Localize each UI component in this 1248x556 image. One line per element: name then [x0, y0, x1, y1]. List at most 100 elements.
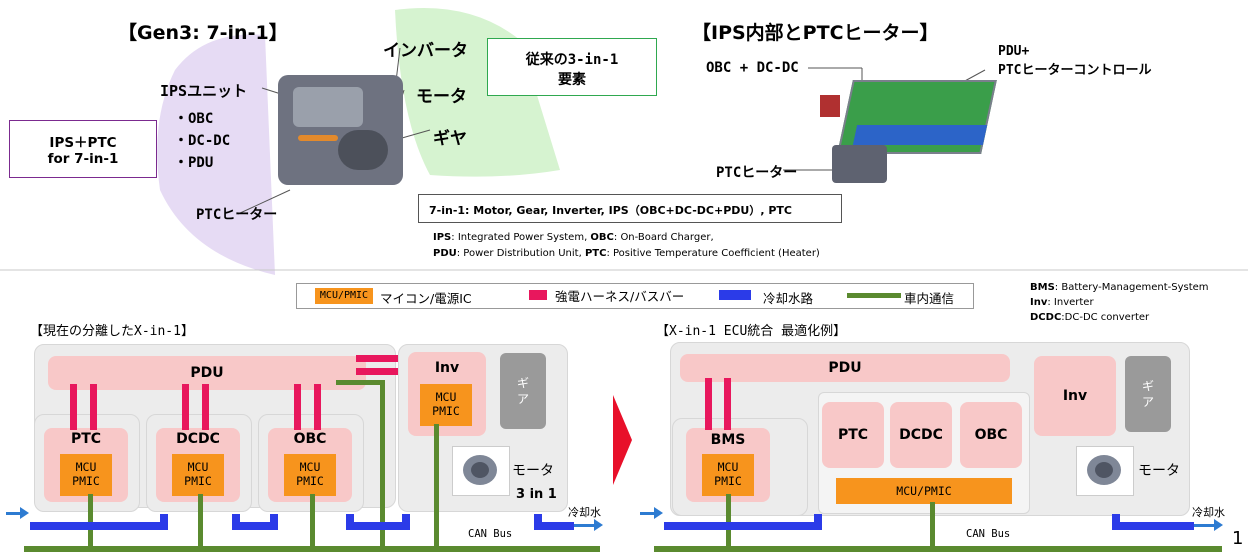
right-comm-mcu — [930, 502, 935, 550]
coolant-in-arrowhead-left — [20, 507, 29, 519]
obc-dcdc-label: OBC + DC-DC — [706, 60, 799, 76]
cooling-seg-8 — [402, 514, 410, 530]
coolant-out-arrowhead-left — [594, 519, 603, 531]
right-pdu: PDU — [680, 354, 1010, 382]
glossary: BMS: Battery-Management-System Inv: Inve… — [1030, 280, 1209, 325]
harness-obc-a — [294, 384, 301, 430]
cooling-seg-2 — [160, 514, 168, 530]
right-module-ptc: PTC — [822, 402, 884, 468]
comm-pdu — [380, 380, 385, 550]
right-motor-label: モータ — [1138, 463, 1180, 479]
legend-mcu-label: マイコン/電源IC — [380, 291, 472, 306]
ips-internal-image — [820, 70, 997, 185]
legend-harness-swatch — [529, 290, 547, 300]
harness-inv-a — [356, 355, 408, 362]
harness-dcdc-b — [202, 384, 209, 430]
right-cooling-seg-2 — [814, 514, 822, 530]
coolant-out-arrowhead-right — [1214, 519, 1223, 531]
left-can-bus-label: CAN Bus — [468, 528, 513, 540]
ips-unit-label: IPSユニット — [160, 82, 248, 100]
right-cooling-seg-1 — [664, 522, 822, 530]
left-3in1-label: 3 in 1 — [516, 487, 557, 502]
left-module-ptc-label: PTC — [70, 431, 102, 447]
coolant-in-arrowhead-right — [654, 507, 663, 519]
harness-ptc-a — [70, 384, 77, 430]
right-harness-a — [705, 378, 712, 430]
ips-item-pdu: ・PDU — [174, 155, 214, 171]
pdu-ptc-control-label: PDU+ PTCヒーターコントロール — [998, 42, 1151, 80]
left-inv-label: Inv — [434, 360, 460, 376]
harness-obc-b — [314, 384, 321, 430]
transition-arrow — [613, 395, 632, 485]
left-motor-label: モータ — [512, 463, 554, 479]
right-diagram-title: 【X-in-1 ECU統合 最適化例】 — [656, 324, 847, 339]
ips-items-list: ・OBC ・DC-DC ・PDU — [174, 108, 230, 174]
coolant-in-arrow-left — [6, 512, 22, 515]
traditional-line2: 要素 — [558, 72, 586, 88]
motor-label-top: モータ — [416, 87, 467, 107]
cooling-seg-1 — [30, 522, 164, 530]
ips-ptc-box: IPS＋PTC for 7-in-1 — [9, 120, 157, 178]
pdu-ptc-line1: PDU+ — [998, 44, 1030, 59]
legend-comm-label: 車内通信 — [904, 291, 955, 306]
definition-text: 7-in-1: Motor, Gear, Inverter, IPS（OBC+D… — [429, 204, 792, 217]
traditional-3in1-box: 従来の3-in-1 要素 — [487, 38, 657, 96]
right-harness-b — [724, 378, 731, 430]
ips-ptc-line2: for 7-in-1 — [47, 151, 119, 167]
comm-inv — [434, 424, 439, 550]
traditional-line1: 従来の3-in-1 — [525, 52, 619, 68]
left-gear: ギア — [500, 353, 546, 429]
gear-label-top: ギヤ — [433, 129, 467, 149]
glossary-bms: BMS: Battery-Management-System — [1030, 282, 1209, 293]
right-module-dcdc: DCDC — [890, 402, 952, 468]
cooling-seg-4 — [232, 522, 278, 530]
right-gear: ギア — [1125, 356, 1171, 432]
legend-mcu-swatch: MCU/PMIC — [315, 288, 373, 304]
ips-sector-shape — [157, 34, 275, 275]
ptc-heater-label-right: PTCヒーター — [716, 165, 798, 181]
coolant-out-arrow-right — [1194, 524, 1216, 527]
gen3-title: 【Gen3: 7-in-1】 — [118, 22, 288, 44]
legend-cooling-swatch — [719, 290, 751, 300]
left-module-dcdc-label: DCDC — [176, 431, 220, 447]
legend-cooling-label: 冷却水路 — [763, 291, 814, 306]
left-module-obc-label: OBC — [293, 431, 327, 447]
legend: MCU/PMIC マイコン/電源IC 強電ハーネス/バスバー 冷却水路 車内通信 — [296, 283, 974, 309]
cooling-seg-10 — [534, 522, 574, 530]
right-motor-icon — [1076, 446, 1134, 496]
page-number: 1 — [1232, 528, 1244, 549]
abbreviation-line-2: PDU: Power Distribution Unit, PTC: Posit… — [433, 248, 820, 259]
glossary-dcdc: DCDC:DC-DC converter — [1030, 312, 1150, 323]
pdu-ptc-line2: PTCヒーターコントロール — [998, 63, 1152, 78]
coolant-out-arrow-left — [574, 524, 596, 527]
left-can-bus-line — [24, 546, 600, 552]
right-coolant-label: 冷却水 — [1192, 506, 1225, 519]
harness-ptc-b — [90, 384, 97, 430]
right-module-obc: OBC — [960, 402, 1022, 468]
comm-pdu-h — [336, 380, 384, 385]
legend-harness-label: 強電ハーネス/バスバー — [555, 289, 685, 304]
legend-comm-swatch — [847, 293, 901, 298]
right-shared-mcu: MCU/PMIC — [836, 478, 1012, 504]
abbreviation-notes: IPS: Integrated Power System, OBC: On-Bo… — [433, 230, 820, 262]
ips-internal-title: 【IPS内部とPTCヒーター】 — [692, 22, 939, 44]
comm-dcdc — [198, 494, 203, 550]
ptc-heater-label-left: PTCヒーター — [196, 207, 278, 223]
right-cooling-seg-4 — [1112, 522, 1194, 530]
cooling-seg-5 — [270, 514, 278, 530]
comm-obc — [310, 494, 315, 550]
ips-item-obc: ・OBC — [174, 111, 214, 127]
glossary-inv: Inv: Inverter — [1030, 297, 1094, 308]
abbreviation-line-1: IPS: Integrated Power System, OBC: On-Bo… — [433, 232, 714, 243]
harness-dcdc-a — [182, 384, 189, 430]
left-motor-icon — [452, 446, 510, 496]
seven-in-one-unit-image — [278, 75, 403, 185]
left-diagram-title: 【現在の分離したX-in-1】 — [30, 324, 194, 339]
right-bms-label: BMS — [710, 432, 746, 448]
ips-item-dcdc: ・DC-DC — [174, 133, 231, 149]
